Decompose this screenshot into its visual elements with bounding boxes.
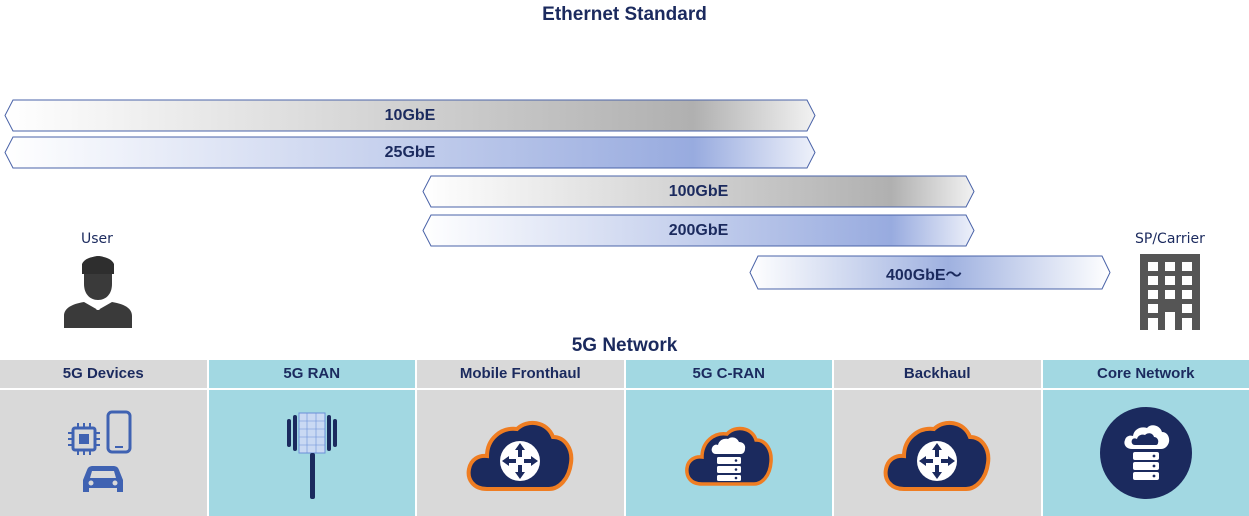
band-100gbe: 100GbE <box>422 175 975 208</box>
band-10gbe: 10GbE <box>4 99 816 132</box>
antenna-icon <box>286 412 337 499</box>
user-icon <box>62 254 134 333</box>
band-label: 25GbE <box>384 143 436 161</box>
segment-5g-ran: 5G RAN <box>208 360 415 516</box>
carrier-label: SP/Carrier <box>1135 231 1205 247</box>
band-25gbe: 25GbE <box>4 136 816 169</box>
segment-backhaul: Backhaul <box>834 360 1041 516</box>
segment-header: Mobile Fronthaul <box>417 360 624 390</box>
cloud-router-icon <box>466 420 574 491</box>
user-label: User <box>81 231 113 247</box>
band-label: 200GbE <box>668 221 729 239</box>
segment-header: Backhaul <box>834 360 1041 390</box>
ethernet-standard-title: Ethernet Standard <box>542 4 707 25</box>
segment-header: 5G RAN <box>208 360 415 390</box>
cloud-router-icon <box>883 420 991 491</box>
band-label: 100GbE <box>668 182 729 200</box>
band-shape <box>4 99 816 132</box>
network-segments: 5G Devices <box>0 360 1249 516</box>
segment-header: Core Network <box>1042 360 1249 390</box>
core-cloud-server-icon <box>1099 407 1192 499</box>
segment-5g-c-ran: 5G C-RAN <box>625 360 832 516</box>
segment-core-network: Core Network <box>1042 360 1249 516</box>
band-200gbe: 200GbE <box>422 214 975 247</box>
cloud-server-icon <box>684 426 773 486</box>
band-shape <box>749 255 1111 290</box>
5g-network-title: 5G Network <box>571 335 678 356</box>
segment-mobile-fronthaul: Mobile Fronthaul <box>417 360 624 516</box>
band-400gbe: 400GbE～ <box>749 255 1111 290</box>
devices-icon <box>68 410 132 492</box>
segment-header: 5G C-RAN <box>625 360 832 390</box>
building-icon <box>1138 254 1202 335</box>
segment-header: 5G Devices <box>0 360 207 390</box>
band-shape <box>422 175 975 208</box>
band-shape <box>422 214 975 247</box>
band-label: 10GbE <box>384 106 436 124</box>
segment-5g-devices: 5G Devices <box>0 360 207 516</box>
band-label: 400GbE～ <box>886 266 962 284</box>
band-shape <box>4 136 816 169</box>
